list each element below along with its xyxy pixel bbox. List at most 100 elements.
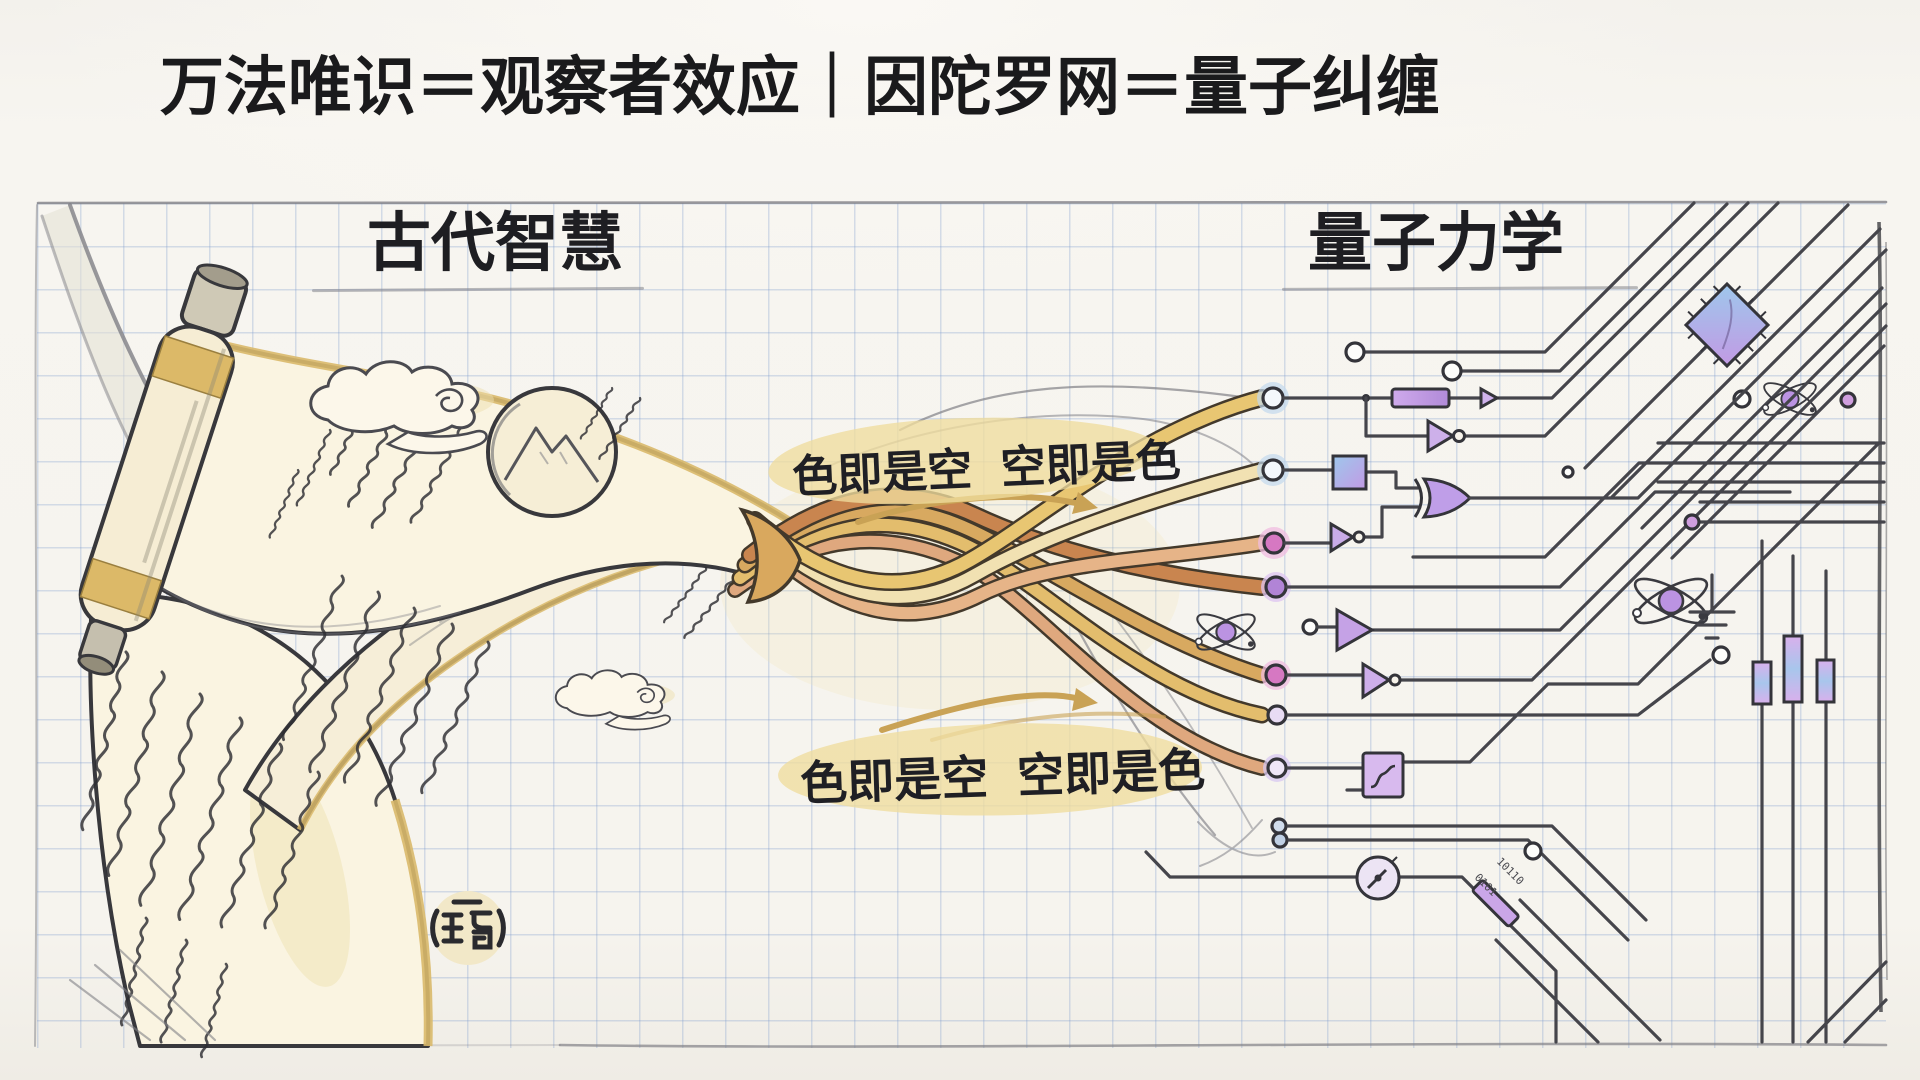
- vertical-resistor-icon: [1751, 660, 1773, 706]
- chip-icon: [1683, 281, 1771, 369]
- cloud-icon-small: [554, 669, 676, 731]
- mantra-bottom-text: 色即是空 空即是色: [799, 742, 1207, 811]
- circuit-diagram: 10110 0101: [1144, 201, 1888, 1044]
- roller-shading: [133, 348, 227, 622]
- chip-pins: [1687, 285, 1767, 365]
- circuit-trace: [1362, 201, 1696, 354]
- circuit-trace: [1285, 490, 1792, 589]
- section-label-ancient: 古代智慧: [367, 207, 623, 279]
- ghost-strand: [898, 385, 1258, 432]
- panel-border-right-2: [1885, 241, 1888, 981]
- sheet-shading: [127, 565, 461, 635]
- circuit-trace: [1494, 898, 1888, 1044]
- panel-border-bottom: [558, 1042, 1888, 1048]
- circuit-node: [1266, 757, 1288, 779]
- circuit-node: [1683, 513, 1701, 531]
- circuit-node: [1344, 341, 1366, 363]
- binary-text: 10110: [1494, 855, 1527, 888]
- circuit-node: [1301, 618, 1319, 636]
- seal-icon: [430, 891, 506, 965]
- circuit-trace: [1144, 850, 1558, 1044]
- roller-gold-band-top: [151, 335, 235, 400]
- circuit-trace: [1315, 302, 1888, 632]
- roller-knob-end: [77, 653, 116, 676]
- sigmoid-box-icon: [1361, 751, 1405, 799]
- circuit-trace: [1282, 468, 1420, 490]
- circuit-node: [1732, 389, 1752, 409]
- circuit-trace: [1760, 539, 1828, 1044]
- circuit-node: [1523, 841, 1543, 861]
- buffer-gate-icon: [1335, 607, 1376, 653]
- circuit-node: [1561, 465, 1575, 479]
- mountain-curl: [486, 386, 618, 518]
- section-label-quantum: 量子力学: [1308, 207, 1564, 279]
- panel-border-right: [1877, 221, 1883, 1013]
- circuit-node: [1264, 663, 1288, 687]
- not-gate-icon: [1426, 418, 1466, 454]
- circuit-node: [1262, 531, 1286, 555]
- scroll-roller: [77, 263, 249, 676]
- circuit-trace: [1286, 658, 1712, 717]
- curl-spiral: [490, 402, 521, 497]
- circuit-trace: [1283, 505, 1420, 545]
- roller-top-end: [195, 263, 249, 290]
- circuit-trace: [1468, 248, 1888, 500]
- buffer-not-gate-icon: [1329, 521, 1366, 554]
- stray-marks: [1197, 819, 1276, 867]
- buffer-not-gate-icon: [1361, 661, 1402, 700]
- scroll-illustration: [77, 263, 791, 1060]
- flow-arrow-top-head: [1072, 492, 1098, 514]
- circuit-node: [1271, 831, 1289, 849]
- hatch-marks: [68, 948, 217, 1042]
- atom-icon: [1191, 606, 1261, 658]
- circuit-node: [1270, 817, 1288, 835]
- circuit-trace: [1286, 824, 1648, 922]
- roller-gold-band-bottom: [79, 557, 163, 620]
- flow-arrow-bottom-head: [1072, 688, 1098, 711]
- ghost-strand: [1060, 598, 1217, 837]
- circuit-trace: [1459, 202, 1729, 373]
- xor-gate-icon: [1413, 477, 1473, 519]
- buffer-gate-icon: [1479, 386, 1501, 410]
- mountain-sketch: [503, 426, 600, 483]
- circuit-node: [1839, 391, 1857, 409]
- circuit-node: [1441, 360, 1463, 382]
- circuit-node: [1711, 645, 1731, 665]
- flow-arrow-bottom: [879, 692, 1091, 733]
- atom-icon: [1628, 569, 1714, 633]
- circuit-trace: [1610, 227, 1882, 499]
- circuit-trace: [1411, 461, 1886, 559]
- circuit-node: [1261, 458, 1285, 482]
- ribbon-strand: [743, 489, 1269, 594]
- ribbon-strand: [734, 518, 1268, 721]
- meter-icon: [1355, 855, 1401, 901]
- ribbon-braid: [727, 389, 1271, 776]
- seal-strokes: [430, 899, 506, 950]
- panel-border-left: [34, 204, 38, 1047]
- circuit-trace: [1364, 201, 1780, 438]
- panel-border-top: [36, 200, 1888, 206]
- component-box-icon: [1331, 454, 1368, 491]
- circuit-trace: [1286, 441, 1886, 792]
- circuit-trace: [1287, 838, 1630, 942]
- circuit-trace: [1282, 201, 1750, 400]
- diagonal-resistor-icon: [1471, 879, 1520, 928]
- circuit-trace: [1670, 344, 1886, 560]
- vertical-resistor-icon: [1815, 658, 1836, 704]
- mountain-hatch: [539, 451, 568, 465]
- chip-detail: [1721, 299, 1733, 350]
- page-title: 万法唯识＝观察者效应｜因陀罗网＝量子纠缠: [160, 51, 1440, 123]
- circuit-node: [1266, 704, 1288, 726]
- ribbon-twist-knot: [738, 507, 802, 604]
- panel-border: [34, 200, 1888, 1048]
- ribbon-strand: [754, 464, 1268, 603]
- vertical-resistor-icon: [1782, 634, 1804, 704]
- ground-icon: [1688, 573, 1736, 640]
- resistor-icon: [1390, 387, 1451, 409]
- circuit-trace: [1656, 480, 1886, 524]
- circuit-node: [1261, 386, 1285, 410]
- circuit-node: [1264, 575, 1288, 599]
- ribbon-strand: [759, 537, 1268, 620]
